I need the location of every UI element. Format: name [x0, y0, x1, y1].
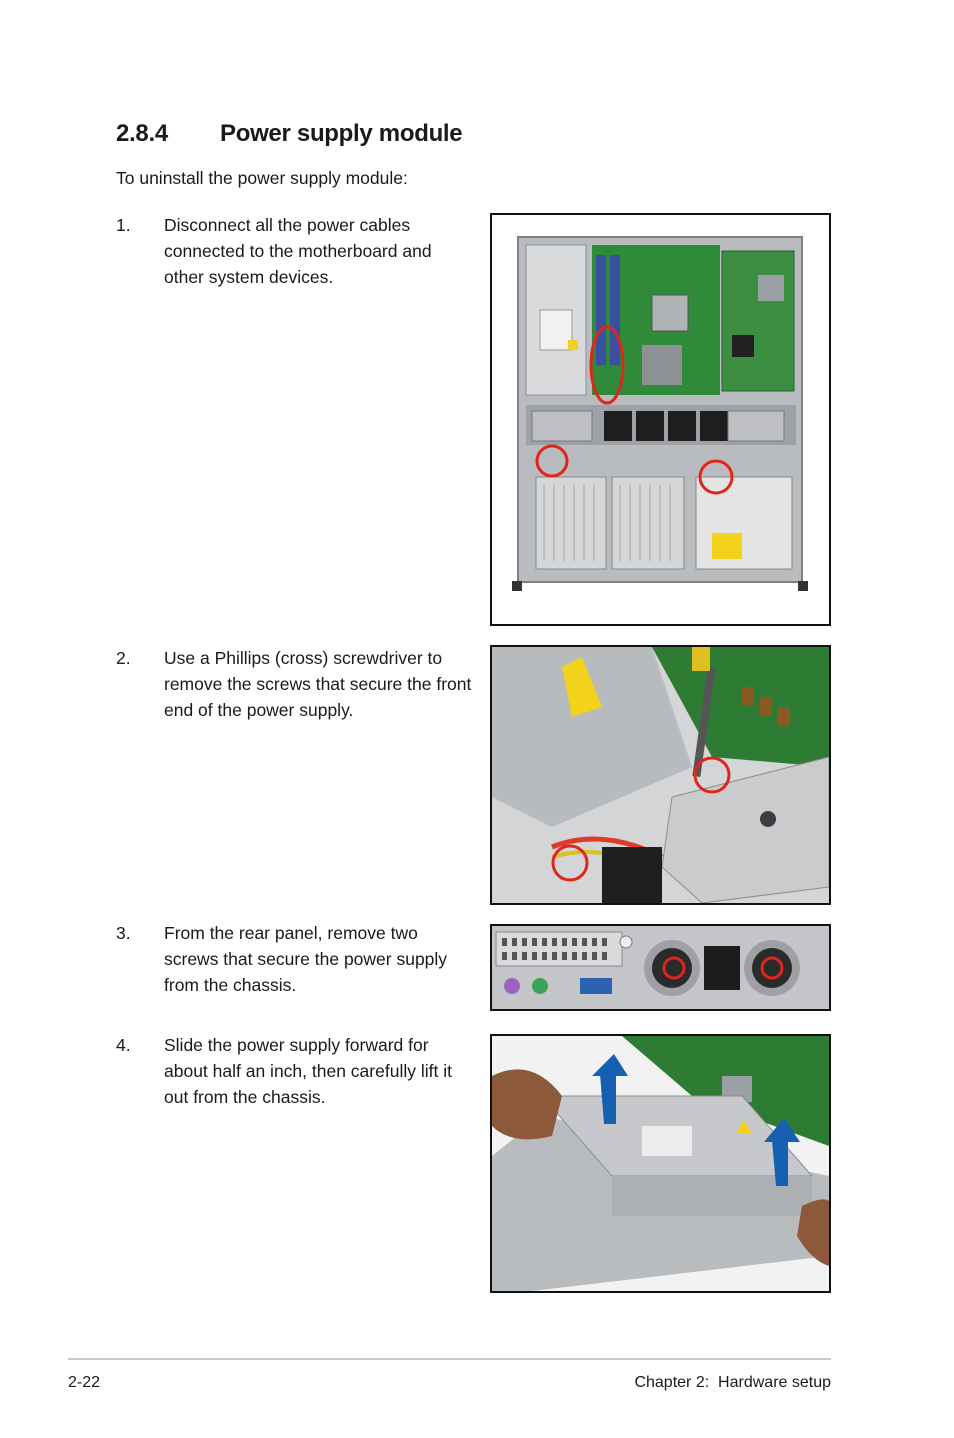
step-text: Disconnect all the power cables connecte…: [164, 215, 432, 287]
footer-divider: [68, 1358, 831, 1360]
step-text: Slide the power supply forward for about…: [164, 1035, 452, 1107]
screwdriver-photo: [490, 645, 831, 905]
lift-power-supply-photo: [490, 1034, 831, 1293]
intro-text: To uninstall the power supply module:: [116, 168, 408, 188]
chassis-top-view-photo: [490, 213, 831, 626]
chapter-label: Chapter 2: Hardware setup: [634, 1374, 831, 1391]
section-number: 2.8.4: [116, 120, 168, 147]
section-heading: 2.8.4 Power supply module: [116, 120, 463, 148]
section-title: Power supply module: [220, 120, 463, 147]
page-number: 2-22: [68, 1374, 101, 1391]
step-number: 4.: [116, 1035, 131, 1055]
step-text: Use a Phillips (cross) screwdriver to re…: [164, 648, 472, 720]
step-number: 1.: [116, 215, 131, 235]
rear-panel-photo: [490, 924, 831, 1011]
step-text: From the rear panel, remove two screws t…: [164, 923, 448, 995]
step-number: 3.: [116, 923, 131, 943]
step-number: 2.: [116, 648, 131, 668]
